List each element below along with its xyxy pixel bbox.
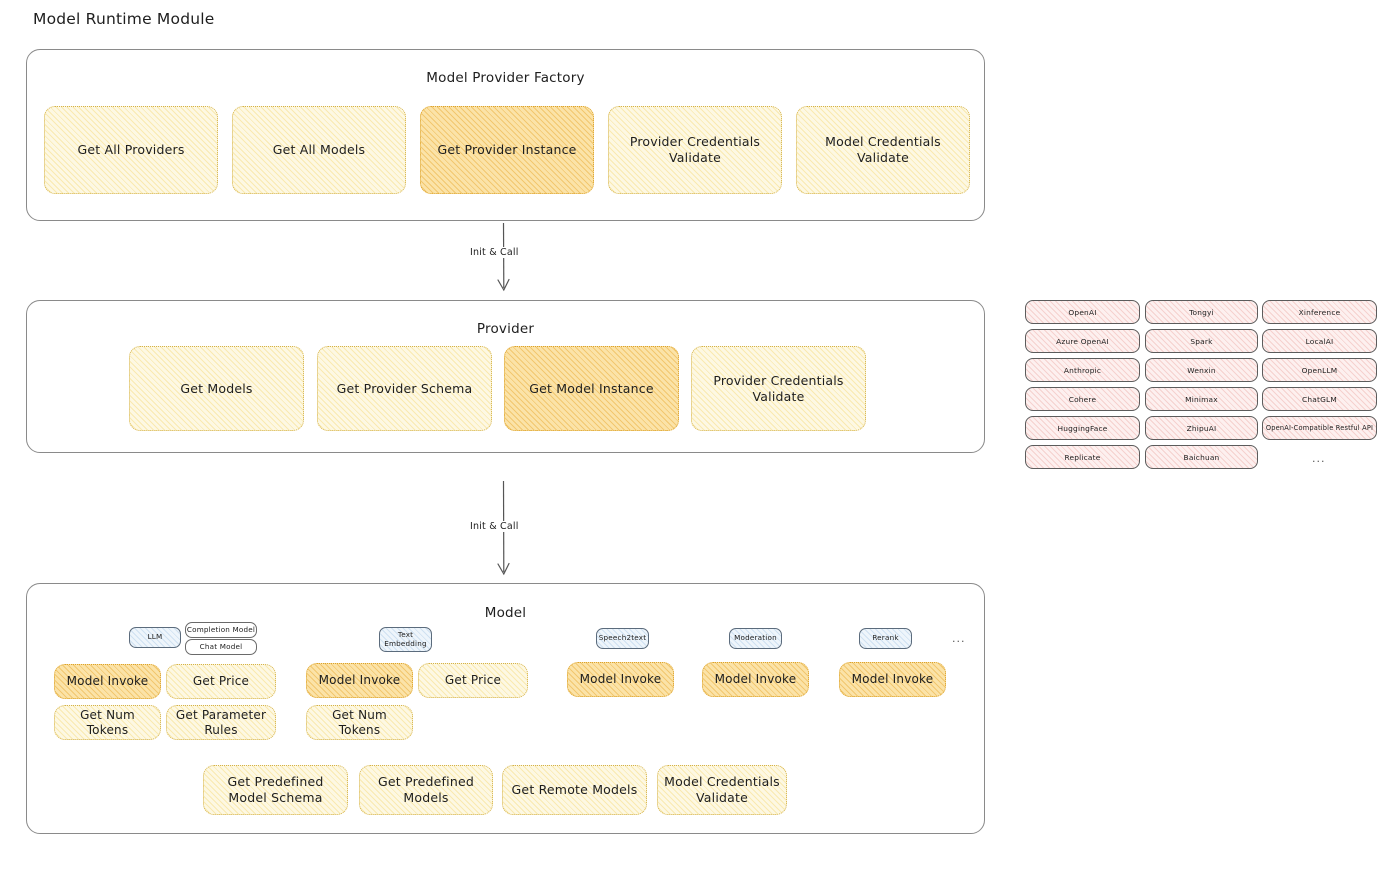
- provider-pill-openai[interactable]: OpenAI: [1025, 300, 1140, 324]
- page-title: Model Runtime Module: [33, 10, 215, 28]
- provider-pill-openai-compatible-restful-api[interactable]: OpenAI-Compatible Restful API: [1262, 416, 1377, 440]
- node-provider-credentials-validate[interactable]: Provider Credentials Validate: [608, 106, 782, 194]
- node-get-predefined-models[interactable]: Get Predefined Models: [359, 765, 493, 815]
- node-get-model-instance[interactable]: Get Model Instance: [504, 346, 679, 431]
- node-provider-credentials-validate-2[interactable]: Provider Credentials Validate: [691, 346, 866, 431]
- badge-llm[interactable]: LLM: [129, 627, 181, 648]
- node-get-predefined-model-schema[interactable]: Get Predefined Model Schema: [203, 765, 348, 815]
- node-llm-model-invoke[interactable]: Model Invoke: [54, 664, 161, 699]
- node-model-credentials-validate[interactable]: Model Credentials Validate: [796, 106, 970, 194]
- provider-pill-baichuan[interactable]: Baichuan: [1145, 445, 1258, 469]
- provider-pill-openllm[interactable]: OpenLLM: [1262, 358, 1377, 382]
- section-title-factory: Model Provider Factory: [426, 70, 585, 86]
- node-model-credentials-validate-2[interactable]: Model Credentials Validate: [657, 765, 787, 815]
- provider-pill-replicate[interactable]: Replicate: [1025, 445, 1140, 469]
- provider-pill-azure-openai[interactable]: Azure OpenAI: [1025, 329, 1140, 353]
- arrow-label-init-and-call-2: Init & Call: [467, 521, 522, 532]
- node-moderation-model-invoke[interactable]: Model Invoke: [702, 662, 809, 697]
- node-llm-get-num-tokens[interactable]: Get Num Tokens: [54, 705, 161, 740]
- provider-pill-localai[interactable]: LocalAI: [1262, 329, 1377, 353]
- provider-pill-minimax[interactable]: Minimax: [1145, 387, 1258, 411]
- arrow-provider-to-model: Init & Call: [467, 480, 540, 585]
- node-text-embedding-model-invoke[interactable]: Model Invoke: [306, 663, 413, 698]
- provider-pill-zhipuai[interactable]: ZhipuAI: [1145, 416, 1258, 440]
- node-rerank-model-invoke[interactable]: Model Invoke: [839, 662, 946, 697]
- provider-pill-anthropic[interactable]: Anthropic: [1025, 358, 1140, 382]
- model-capabilities-more-ellipsis: ...: [952, 632, 966, 645]
- badge-moderation[interactable]: Moderation: [729, 628, 782, 649]
- node-get-provider-instance[interactable]: Get Provider Instance: [420, 106, 594, 194]
- node-get-provider-schema[interactable]: Get Provider Schema: [317, 346, 492, 431]
- provider-pill-spark[interactable]: Spark: [1145, 329, 1258, 353]
- badge-speech2text[interactable]: Speech2text: [596, 628, 649, 649]
- badge-completion-model[interactable]: Completion Model: [185, 622, 257, 638]
- badge-rerank[interactable]: Rerank: [859, 628, 912, 649]
- node-speech2text-model-invoke[interactable]: Model Invoke: [567, 662, 674, 697]
- provider-pill-wenxin[interactable]: Wenxin: [1145, 358, 1258, 382]
- arrow-label-init-and-call-1: Init & Call: [467, 247, 522, 258]
- node-text-embedding-get-price[interactable]: Get Price: [418, 663, 528, 698]
- node-get-models[interactable]: Get Models: [129, 346, 304, 431]
- provider-list-more-ellipsis: ...: [1312, 452, 1326, 465]
- provider-pill-xinference[interactable]: Xinference: [1262, 300, 1377, 324]
- badge-chat-model[interactable]: Chat Model: [185, 639, 257, 655]
- arrow-factory-to-provider: Init & Call: [467, 222, 540, 302]
- node-llm-get-price[interactable]: Get Price: [166, 664, 276, 699]
- node-get-all-models[interactable]: Get All Models: [232, 106, 406, 194]
- node-get-remote-models[interactable]: Get Remote Models: [502, 765, 647, 815]
- section-title-model: Model: [484, 605, 527, 621]
- node-get-all-providers[interactable]: Get All Providers: [44, 106, 218, 194]
- provider-pill-chatglm[interactable]: ChatGLM: [1262, 387, 1377, 411]
- node-llm-get-parameter-rules[interactable]: Get Parameter Rules: [166, 705, 276, 740]
- node-text-embedding-get-num-tokens[interactable]: Get Num Tokens: [306, 705, 413, 740]
- provider-pill-tongyi[interactable]: Tongyi: [1145, 300, 1258, 324]
- badge-text-embedding[interactable]: Text Embedding: [379, 627, 432, 652]
- section-title-provider: Provider: [476, 321, 535, 337]
- provider-pill-cohere[interactable]: Cohere: [1025, 387, 1140, 411]
- provider-pill-huggingface[interactable]: HuggingFace: [1025, 416, 1140, 440]
